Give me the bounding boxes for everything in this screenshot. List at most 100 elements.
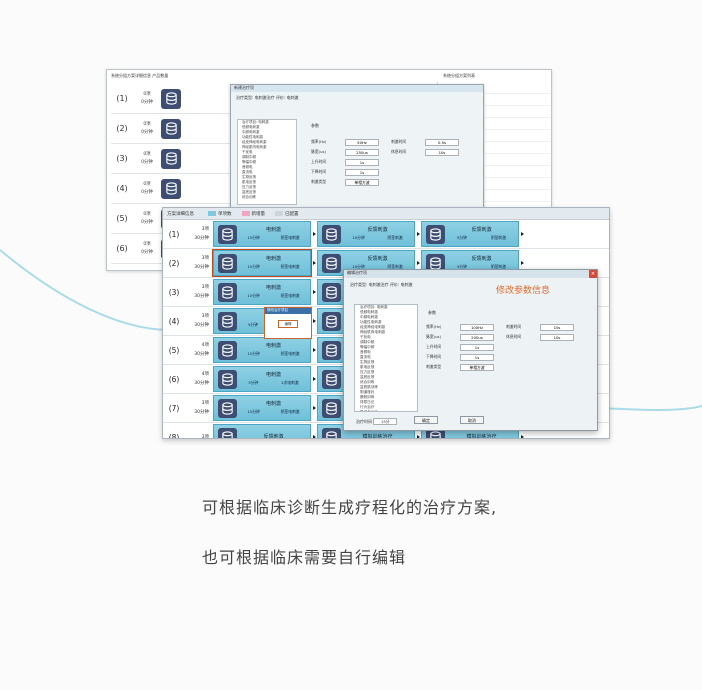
tree-item[interactable]: 生物反馈	[242, 175, 256, 179]
tree-item[interactable]: 经皮神经电刺激	[242, 140, 267, 144]
tree-item[interactable]: 盆底反馈	[360, 375, 375, 379]
row-items: 0项	[143, 211, 151, 217]
tree-item[interactable]: 调制中频	[242, 155, 256, 159]
tree-item[interactable]: 低频电刺激	[360, 310, 378, 314]
param-input[interactable]: 单相方波	[345, 178, 379, 186]
tree-item[interactable]: 凯格尔运动	[360, 410, 378, 412]
tree-item[interactable]: 干扰电	[360, 335, 371, 339]
tree-item[interactable]: 功能性电刺激	[242, 135, 263, 139]
tree-item[interactable]: 神经肌肉电刺激	[360, 330, 386, 334]
tree-item[interactable]: 等幅中频	[360, 345, 375, 349]
param-input[interactable]: 1s	[460, 343, 494, 351]
edit-item-dialog: 编辑治疗项× 治疗类型: 电刺激治疗 评价: 电刺激 修改参数信息 参数 治疗项…	[343, 269, 598, 431]
param-input[interactable]: 100Hz	[460, 323, 494, 331]
database-icon[interactable]	[161, 178, 181, 199]
arrow-right-icon	[521, 261, 524, 265]
tree-item[interactable]: 中频电刺激	[360, 315, 378, 319]
tree-item[interactable]: 治疗项目: 电刺激	[242, 120, 269, 124]
param-input[interactable]: 0.5s	[425, 138, 459, 146]
treatment-tile[interactable]: 反馈刺激 5分钟阴茎刺激	[421, 221, 519, 247]
treatment-tile[interactable]: 反馈刺激 10分钟阴茎刺激	[317, 221, 415, 247]
row-number: (6)	[116, 244, 128, 253]
tile-mode: 阴茎刺激	[490, 235, 507, 240]
tree-item[interactable]: 压力反馈	[242, 185, 256, 189]
row-number: (7)	[168, 403, 180, 413]
treatment-tile[interactable]: 电刺激 15分钟阴茎电刺激	[213, 221, 311, 247]
tree-item[interactable]: 直流电	[242, 170, 253, 174]
param-input[interactable]: 1s	[345, 168, 379, 176]
tree-item[interactable]: 直流电	[360, 355, 371, 359]
tree-item[interactable]: 行为治疗	[360, 405, 375, 409]
row-number: (5)	[116, 214, 128, 223]
database-icon	[218, 224, 237, 244]
tree-item[interactable]: 中频电刺激	[242, 130, 260, 134]
tree-item[interactable]: 压力反馈	[360, 370, 375, 374]
tree-item[interactable]: 生物反馈	[360, 360, 375, 364]
tree-item[interactable]: 综合训练	[242, 195, 256, 199]
tree-item[interactable]: 膀胱训练	[360, 395, 375, 399]
tree-item[interactable]: 功能性电刺激	[360, 320, 382, 324]
time-input[interactable]: 15分	[373, 418, 398, 425]
tree-item[interactable]: 排尿日记	[360, 400, 375, 404]
row-minutes: 0分钟	[141, 189, 153, 195]
tree-item[interactable]: 调制中频	[360, 340, 375, 344]
param-input[interactable]: 10s	[425, 148, 459, 156]
param-label: 下降时间	[426, 354, 442, 359]
param-input[interactable]: 50Hz	[345, 138, 379, 146]
param-row: 下降时间 1s	[426, 352, 574, 362]
tree-item[interactable]: 经皮神经电刺激	[360, 325, 386, 329]
tree-item[interactable]: 盆底肌训练	[360, 385, 378, 389]
close-icon[interactable]: ×	[589, 270, 597, 278]
tree-item[interactable]: 综合训练	[360, 380, 375, 384]
tile-time: 5分钟	[248, 322, 259, 327]
param-row: 下降时间 1s	[311, 167, 459, 177]
ok-button[interactable]: 确定	[414, 416, 438, 424]
database-icon	[218, 282, 237, 302]
item-tree[interactable]: 治疗项目: 电刺激低频电刺激中频电刺激功能性电刺激经皮神经电刺激神经肌肉电刺激干…	[237, 119, 297, 205]
param-input[interactable]: 250us	[345, 148, 379, 156]
tree-item[interactable]: 低频电刺激	[242, 125, 260, 129]
tree-item[interactable]: 等幅中频	[242, 160, 256, 164]
treatment-tile[interactable]: 电刺激 15分钟阴茎电刺激	[213, 395, 311, 421]
edit-params-title: 参数	[428, 310, 436, 315]
param-input[interactable]: 1s	[460, 353, 494, 361]
database-icon[interactable]	[161, 88, 181, 109]
popup-edit-button[interactable]: 编辑	[278, 320, 298, 328]
tree-item[interactable]: 干扰电	[242, 150, 253, 154]
tree-item[interactable]: 音频电	[360, 350, 371, 354]
tree-item[interactable]: 肌电反馈	[360, 365, 375, 369]
treatment-tile[interactable]: 电刺激 15分钟阴茎电刺激	[212, 249, 312, 277]
database-icon[interactable]	[161, 118, 181, 139]
param-label: 下降时间	[311, 169, 327, 174]
edit-item-tree[interactable]: 治疗项目: 电刺激低频电刺激中频电刺激功能性电刺激经皮神经电刺激神经肌肉电刺激干…	[354, 304, 418, 412]
tree-item[interactable]: 肌电反馈	[242, 180, 256, 184]
treatment-tile[interactable]: 反馈刺激	[213, 424, 311, 438]
arrow-right-icon	[521, 435, 524, 438]
tree-item[interactable]: 神经肌肉电刺激	[242, 145, 267, 149]
tree-item[interactable]: 盆底反馈	[242, 190, 256, 194]
tree-item[interactable]: 阴道哑铃	[360, 390, 375, 394]
database-icon[interactable]	[161, 148, 181, 169]
row-items: 0项	[143, 151, 151, 157]
treatment-tile[interactable]: 电刺激 15分钟阴茎电刺激	[213, 279, 311, 305]
tile-sub: 5分钟阴茎刺激	[445, 234, 518, 242]
tree-item[interactable]: 音频电	[242, 165, 253, 169]
param-input[interactable]: 10s	[540, 333, 574, 341]
param-input[interactable]: 1s	[345, 158, 379, 166]
tree-item[interactable]: 治疗项目: 电刺激	[360, 305, 388, 309]
row-minutes: 30分钟	[194, 236, 209, 241]
row-minutes: 0分钟	[141, 249, 153, 255]
treatment-tile[interactable]: 电刺激 15分钟阴茎电刺激	[213, 337, 311, 363]
param-input[interactable]: 10s	[540, 323, 574, 331]
param-input[interactable]: 200us	[460, 333, 494, 341]
param-input[interactable]: 单相方波	[460, 363, 494, 371]
cancel-button[interactable]: 取消	[460, 416, 484, 424]
